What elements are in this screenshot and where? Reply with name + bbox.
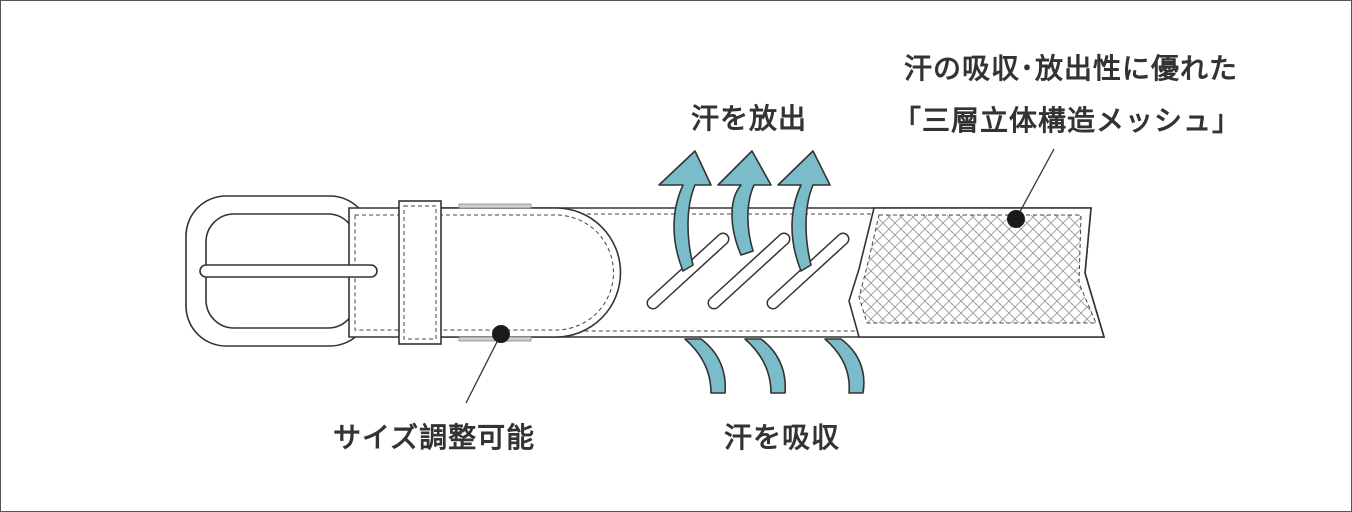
size-adjust-label: サイズ調整可能 — [333, 421, 536, 454]
belt-tip — [348, 203, 622, 342]
callout-size — [465, 325, 510, 404]
mesh-label-line1: 汗の吸収･放出性に優れた — [904, 52, 1239, 85]
sweat-release-label: 汗を放出 — [691, 102, 808, 135]
release-arrows — [658, 150, 831, 272]
mesh-label-line2: 「三層立体構造メッシュ」 — [893, 104, 1242, 137]
buckle-prong — [199, 264, 378, 278]
absorb-arrows — [684, 338, 865, 394]
mesh-area — [848, 207, 1106, 338]
callout-mesh — [1007, 148, 1055, 228]
belt-keeper — [398, 200, 442, 345]
sweat-absorb-label: 汗を吸収 — [724, 421, 841, 454]
